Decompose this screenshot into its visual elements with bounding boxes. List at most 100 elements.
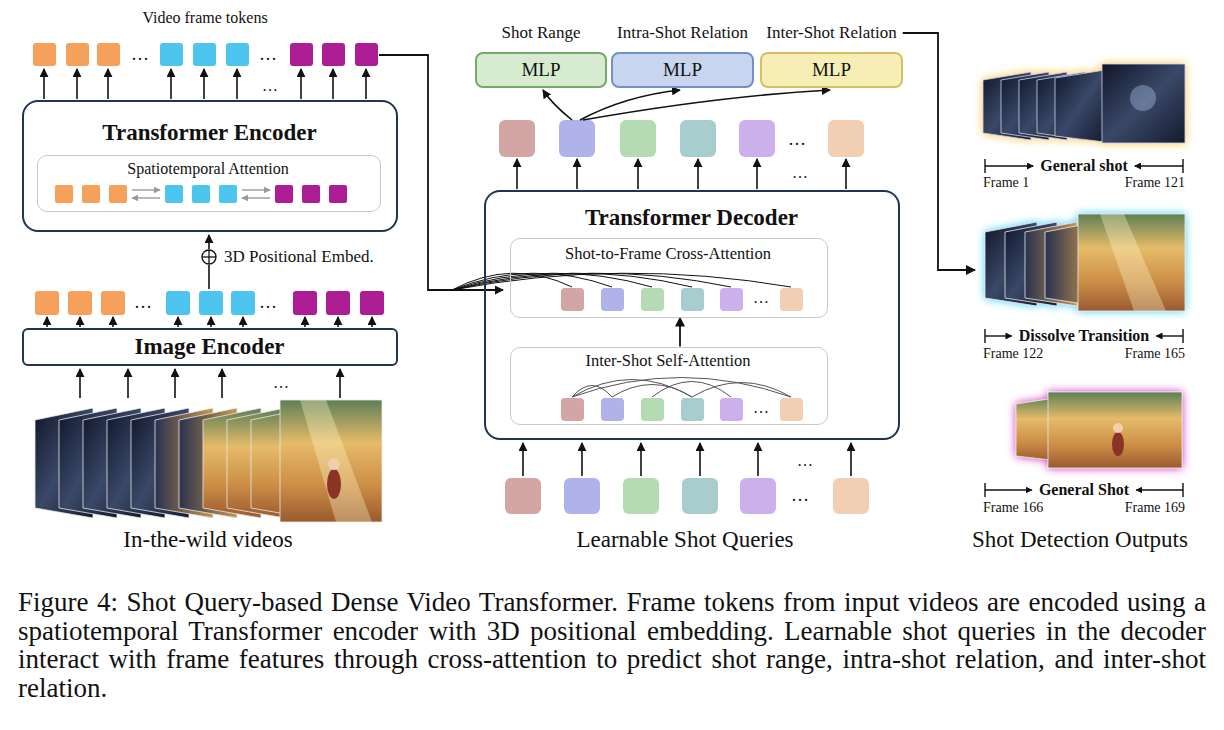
shot-query xyxy=(564,478,600,514)
ellipsis: … xyxy=(257,44,279,65)
output-token xyxy=(499,120,535,157)
attention-token xyxy=(82,185,100,203)
shot-type: General Shot xyxy=(1036,481,1132,499)
shot-token xyxy=(561,288,803,421)
ellipsis: … xyxy=(795,452,815,470)
frame-index: Frame 169 xyxy=(1125,500,1185,516)
mlp-box: MLP xyxy=(760,52,902,88)
output-token xyxy=(680,120,716,157)
mlp-head: MLP Inter-Shot Relation xyxy=(760,18,902,88)
encoder-block: Transformer EncoderSpatiotemporal Attent… xyxy=(22,100,398,232)
frame-token xyxy=(326,291,350,315)
shot-token xyxy=(641,288,664,311)
flow-arrow xyxy=(699,443,701,476)
flow-arrow xyxy=(522,443,524,476)
block-title: Transformer Decoder xyxy=(585,204,798,230)
attention-token xyxy=(219,185,237,203)
shot-frames xyxy=(983,64,1185,143)
flow-arrow xyxy=(332,69,334,99)
attention-token xyxy=(165,185,183,203)
shot-frames xyxy=(1055,70,1105,142)
output-token xyxy=(739,120,775,157)
add-symbol xyxy=(202,250,216,264)
attention-token xyxy=(275,185,293,203)
shot-frames xyxy=(1048,392,1182,468)
shot-frames xyxy=(985,214,1185,311)
shot-frames xyxy=(1100,214,1166,311)
flow-arrow xyxy=(845,159,847,189)
frame-token xyxy=(101,291,125,315)
shot-token xyxy=(681,398,704,421)
flow-arrow xyxy=(170,69,172,99)
flow-arrow xyxy=(44,69,366,99)
self-attention-arc xyxy=(572,380,692,398)
ellipsis: … xyxy=(271,374,291,392)
self-attention-arc xyxy=(692,383,791,398)
attention-token xyxy=(55,185,73,203)
video-frames xyxy=(280,400,382,522)
shot-token xyxy=(601,288,624,311)
frame-token xyxy=(33,43,56,66)
shot-type: General shot xyxy=(1037,157,1131,175)
decoder-block: Transformer DecoderShot-to-Frame Cross-A… xyxy=(484,190,900,440)
add-symbol xyxy=(202,235,216,289)
exchange-arrow xyxy=(242,189,270,190)
exchange-arrow xyxy=(132,197,160,198)
shot-token xyxy=(720,288,743,311)
shot-token xyxy=(720,398,743,421)
frame-token xyxy=(322,43,345,66)
flow-arrow xyxy=(576,159,578,189)
frame-index: Frame 166 xyxy=(983,500,1043,516)
frame-token xyxy=(66,43,89,66)
flow-arrow xyxy=(46,317,48,327)
frame-token xyxy=(35,291,59,315)
frame-token xyxy=(35,291,384,315)
attention-token xyxy=(192,185,210,203)
self-attention-arc xyxy=(572,378,791,398)
section-label: Learnable Shot Queries xyxy=(574,527,795,553)
ellipsis: … xyxy=(260,77,280,95)
attention-token xyxy=(109,185,127,203)
add-symbol xyxy=(208,265,210,289)
mlp-text: MLP xyxy=(663,59,702,81)
frame-token xyxy=(199,291,223,315)
flow-arrow xyxy=(79,369,81,398)
shot-query xyxy=(505,478,869,514)
flow-arrow xyxy=(112,317,114,327)
range-bracket xyxy=(1135,165,1183,166)
token-feed-line xyxy=(379,55,791,290)
mlp-box: MLP xyxy=(475,52,607,88)
flow-arrow xyxy=(640,443,642,476)
token-feed-line xyxy=(452,273,791,290)
frame-index: Frame 121 xyxy=(1125,175,1185,191)
frame-index: Frame 122 xyxy=(983,346,1043,362)
flow-arrow xyxy=(43,69,45,99)
output-token xyxy=(499,120,864,157)
flow-arrow xyxy=(637,159,639,189)
range-bracket xyxy=(985,335,1012,336)
connector-arrow xyxy=(903,33,975,270)
block-title: Spatiotemporal Attention xyxy=(127,160,288,178)
shot-query xyxy=(833,478,869,514)
encoder-block: Image Encoder xyxy=(22,328,398,366)
ellipsis: … xyxy=(257,292,279,313)
head-title: Inter-Shot Relation xyxy=(766,23,896,43)
row-label: Video frame tokens xyxy=(140,9,269,27)
mlp-head: MLPIntra-Shot Relation xyxy=(611,18,754,88)
mlp-box: MLP xyxy=(611,52,754,88)
output-token xyxy=(559,120,595,157)
connector-arrow xyxy=(679,318,681,347)
flow-arrow xyxy=(850,443,852,476)
frame-token xyxy=(160,43,183,66)
shot-token xyxy=(641,398,664,421)
range-bracket xyxy=(985,489,1032,490)
attention-token xyxy=(329,185,347,203)
flow-arrow xyxy=(203,69,205,99)
flow-arrow xyxy=(580,90,680,120)
ellipsis: … xyxy=(753,399,769,417)
flow-arrow xyxy=(242,317,244,327)
frame-token xyxy=(360,291,384,315)
flow-arrow xyxy=(583,90,830,120)
shot-token xyxy=(681,288,704,311)
figure-caption: Figure 4: Shot Query-based Dense Video T… xyxy=(18,588,1206,702)
